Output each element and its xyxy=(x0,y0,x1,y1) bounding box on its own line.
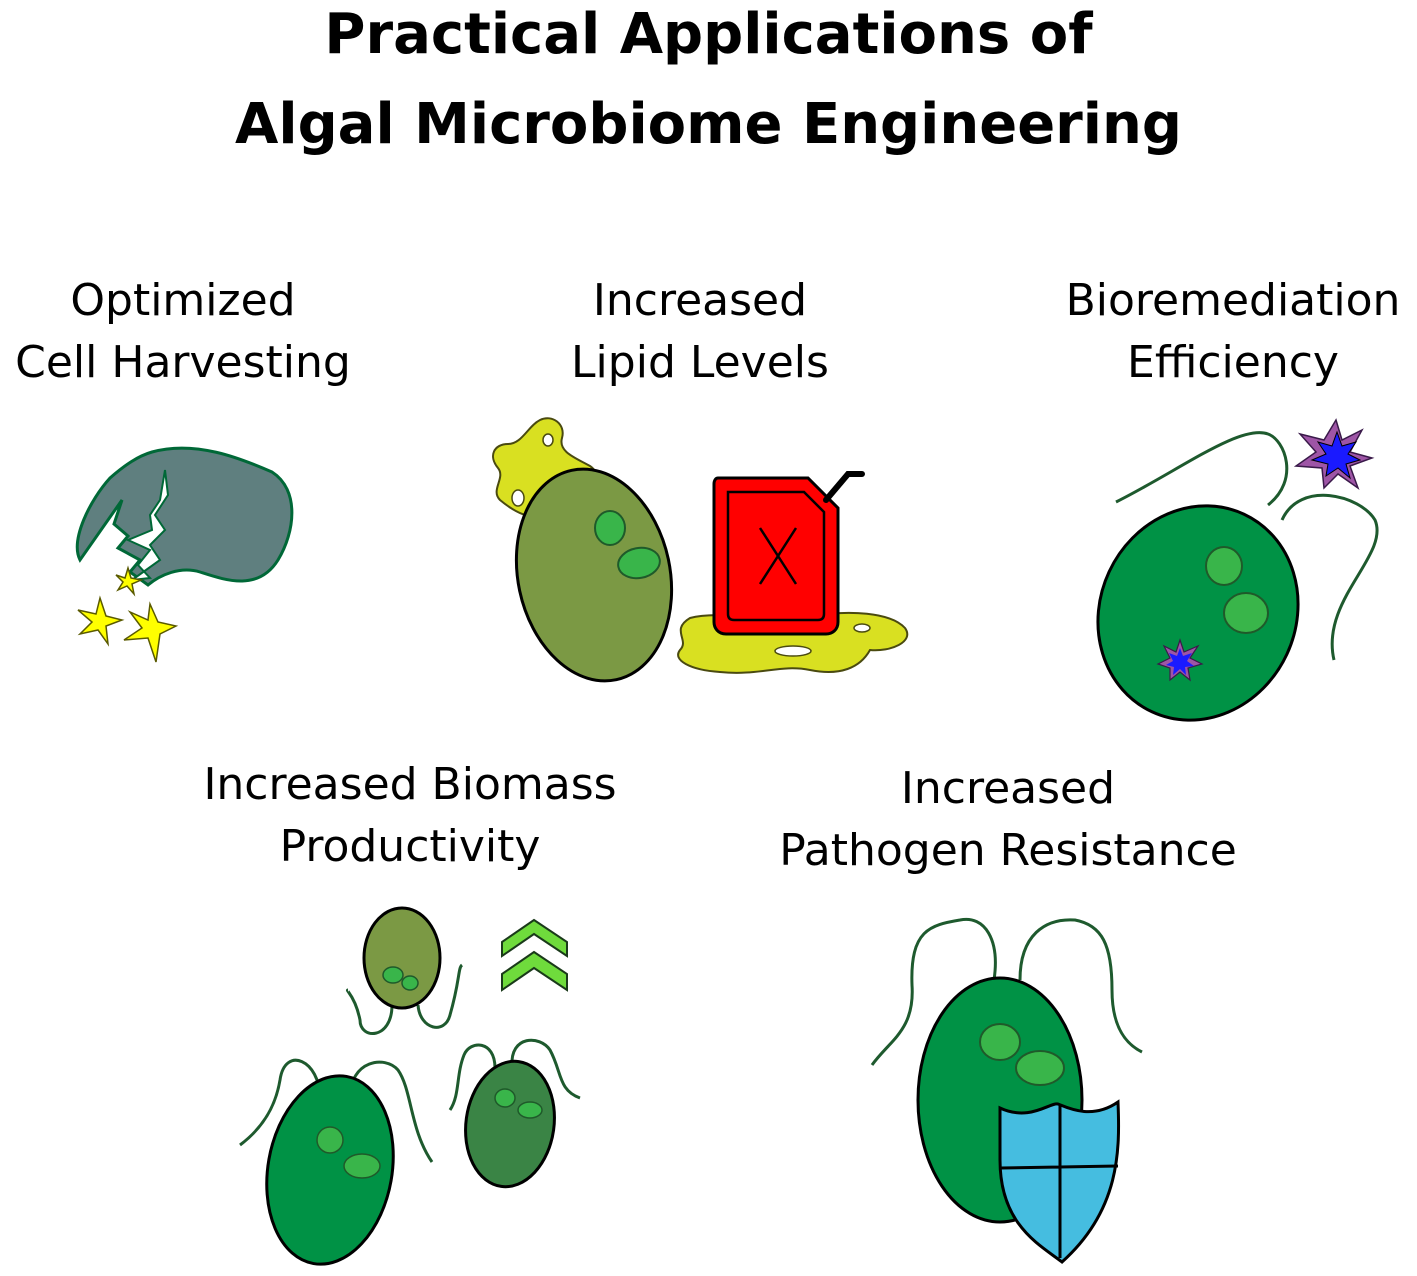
label-biomass-productivity: Increased Biomass Productivity xyxy=(170,754,650,878)
flagellum xyxy=(870,917,997,1066)
chloroplast xyxy=(979,1023,1021,1061)
title-line-1: Practical Applications of xyxy=(324,2,1093,67)
label-biomass-productivity-line1: Increased Biomass xyxy=(203,759,617,810)
chloroplast xyxy=(382,966,404,984)
title-line-2: Algal Microbiome Engineering xyxy=(235,92,1182,157)
lipid-illustration xyxy=(492,417,909,683)
chevron-up-icon xyxy=(501,950,568,992)
label-pathogen-resistance: Increased Pathogen Resistance xyxy=(748,758,1268,882)
shield-icon xyxy=(998,1099,1121,1264)
pollutant-icon xyxy=(1310,430,1362,480)
chevron-up-icon xyxy=(501,918,568,958)
flagellum xyxy=(345,988,394,1035)
flagellum xyxy=(1115,431,1289,507)
pollutant-icon xyxy=(1166,648,1194,675)
chloroplast xyxy=(1223,592,1269,634)
chloroplast xyxy=(617,546,661,580)
flagellum xyxy=(348,1060,434,1163)
chloroplast xyxy=(401,975,419,991)
chloroplast xyxy=(494,1088,516,1108)
label-biomass-productivity-line2: Productivity xyxy=(279,821,541,872)
label-lipid-levels-line2: Lipid Levels xyxy=(571,337,829,388)
label-bioremediation-line1: Bioremediation xyxy=(1065,275,1401,326)
label-cell-harvesting-line1: Optimized xyxy=(70,275,296,326)
flagellum xyxy=(510,1038,581,1100)
cell-rupture xyxy=(125,469,170,582)
olive-algal-cell xyxy=(514,467,674,683)
label-bioremediation-line2: Efficiency xyxy=(1127,337,1339,388)
chloroplast xyxy=(1205,546,1243,586)
chloroplast xyxy=(343,1153,381,1179)
dark-green-algal-cell xyxy=(464,1059,556,1189)
yellow-star-icon xyxy=(123,601,179,663)
flagellum xyxy=(416,963,464,1029)
olive-algal-cell xyxy=(362,906,442,1010)
bioremediation-illustration xyxy=(1096,418,1379,722)
biomass-illustration xyxy=(239,906,581,1266)
yellow-star-icon xyxy=(77,595,125,647)
green-algal-cell xyxy=(265,1074,395,1266)
pathogen-resistance-illustration xyxy=(870,917,1143,1264)
fuel-can-icon xyxy=(712,471,865,636)
label-pathogen-resistance-line1: Increased xyxy=(900,763,1116,814)
label-bioremediation: Bioremediation Efficiency xyxy=(1052,270,1414,394)
flagellum xyxy=(1018,918,1143,1054)
harvesting-illustration xyxy=(75,446,294,663)
chloroplast xyxy=(517,1101,543,1119)
label-lipid-levels: Increased Lipid Levels xyxy=(540,270,860,394)
flagellum xyxy=(448,1043,497,1111)
label-cell-harvesting: Optimized Cell Harvesting xyxy=(0,270,366,394)
chloroplast xyxy=(1015,1050,1065,1086)
label-cell-harvesting-line2: Cell Harvesting xyxy=(15,337,351,388)
chloroplast xyxy=(594,510,626,546)
label-lipid-levels-line1: Increased xyxy=(592,275,808,326)
flagellum xyxy=(239,1058,322,1147)
chloroplast xyxy=(316,1126,344,1154)
label-pathogen-resistance-line2: Pathogen Resistance xyxy=(779,825,1237,876)
yellow-star-icon xyxy=(115,565,144,597)
flocculated-cell-mass xyxy=(75,446,294,587)
green-algal-cell xyxy=(1096,504,1300,722)
flagellum xyxy=(1280,493,1379,661)
